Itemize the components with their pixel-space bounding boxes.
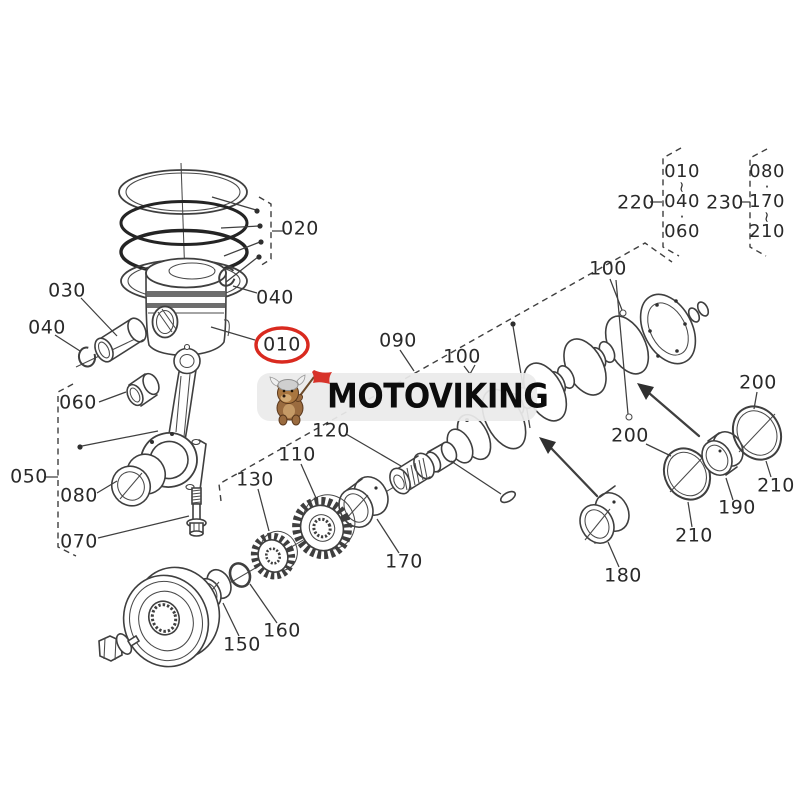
connecting-rod-drawing <box>110 343 207 537</box>
main-bearings-drawing <box>579 405 783 544</box>
mascot-viking-dog-icon <box>269 370 332 426</box>
gears-drawing <box>250 476 389 580</box>
flange-bolt-holes <box>648 299 687 358</box>
highlight-ellipse-010 <box>254 326 310 364</box>
crankshaft-drawing <box>389 293 710 504</box>
watermark-band <box>257 373 537 421</box>
pulley-group-drawing <box>98 562 252 668</box>
pin-and-clips-drawing <box>77 267 236 407</box>
rod-bolt-drawing <box>186 487 207 537</box>
watermark-brand-text: MOTOVIKING <box>327 376 549 417</box>
piston-drawing <box>145 257 230 356</box>
spline-hatching <box>402 457 428 491</box>
pointer-arrows <box>539 383 701 498</box>
woodruff-key <box>499 490 517 504</box>
